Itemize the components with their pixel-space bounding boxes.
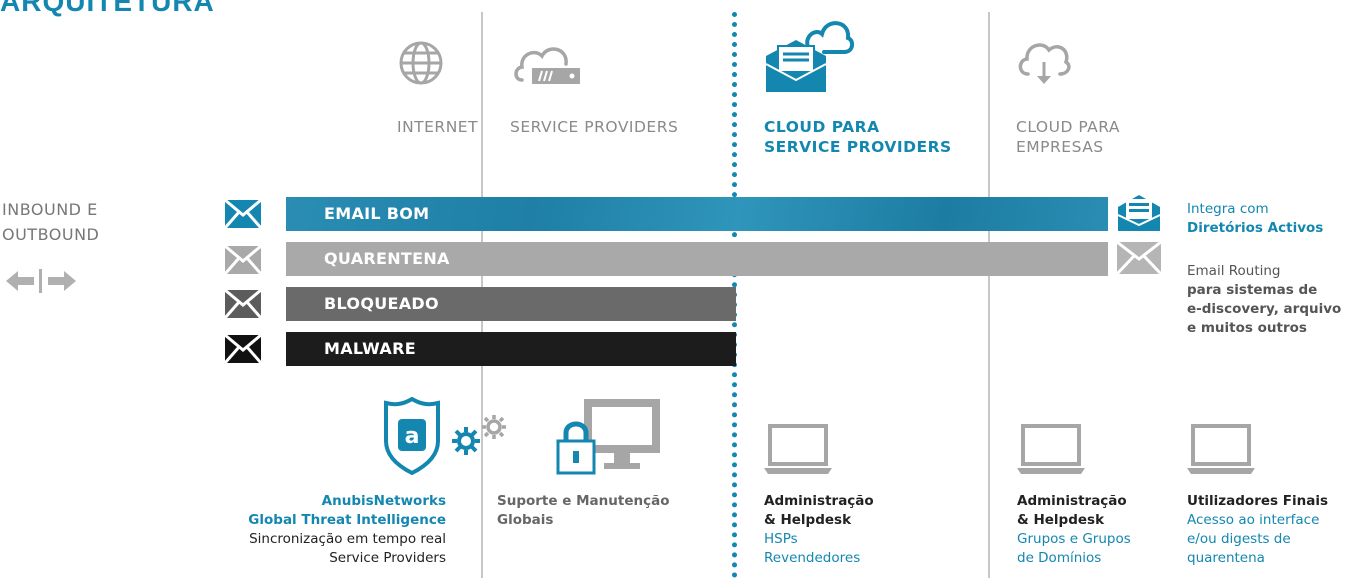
suporte-line1: Suporte e Manutenção (497, 493, 670, 509)
monitor-lock-icon (556, 399, 660, 475)
zone-cloud-service-providers: CLOUD PARA SERVICE PROVIDERS (764, 117, 952, 157)
integra-line2: Diretórios Activos (1187, 220, 1324, 236)
users-line1: Utilizadores Finais (1187, 493, 1328, 509)
bar-malware-label: MALWARE (324, 339, 416, 358)
routing-line1: Email Routing (1187, 263, 1281, 279)
envelope-directory-icon (1117, 195, 1161, 231)
page-title: ARQUITETURA (0, 0, 215, 17)
laptop-icon (1187, 424, 1255, 474)
zone-cloud-emp-line2: EMPRESAS (1016, 138, 1104, 156)
users-line2: Acesso ao interface (1187, 512, 1320, 528)
anubis-line4: Service Providers (329, 550, 446, 566)
admin-hsp-caption: Administração & Helpdesk HSPs Revendedor… (764, 492, 974, 568)
zone-service-providers: SERVICE PROVIDERS (510, 118, 679, 136)
routing-line4: e muitos outros (1187, 320, 1307, 336)
routing-line3: e-discovery, arquivo (1187, 301, 1342, 317)
suporte-line2: Globais (497, 512, 554, 528)
routing-text: Email Routing para sistemas de e-discove… (1187, 262, 1341, 338)
admin1-line1: Administração (764, 493, 874, 509)
integra-text: Integra com Diretórios Activos (1187, 200, 1323, 238)
anubis-line2: Global Threat Intelligence (248, 512, 446, 528)
divider-cloud-empresas (988, 12, 990, 578)
cloud-server-icon (514, 47, 580, 84)
cloud-download-icon (1018, 43, 1071, 84)
svg-text:a: a (405, 424, 420, 449)
admin1-line4: Revendedores (764, 550, 861, 566)
envelope-quarantine-icon (224, 245, 262, 275)
globe-icon (399, 41, 443, 85)
suporte-caption: Suporte e Manutenção Globais (497, 492, 717, 530)
admin1-line3: HSPs (764, 531, 798, 547)
routing-line2: para sistemas de (1187, 282, 1318, 298)
anubis-caption: AnubisNetworks Global Threat Intelligenc… (196, 492, 446, 568)
anubis-line3: Sincronização em tempo real (249, 531, 446, 547)
cloud-email-icon (765, 21, 854, 92)
traffic-direction-label: INBOUND E OUTBOUND (2, 197, 99, 247)
side-line1: INBOUND E (2, 200, 98, 219)
bar-email-bom-label: EMAIL BOM (324, 204, 430, 223)
admin2-line3: Grupos e Grupos (1017, 531, 1131, 547)
envelope-good-icon (224, 199, 262, 229)
bar-quarentena: QUARENTENA (286, 242, 1108, 276)
users-caption: Utilizadores Finais Acesso ao interface … (1187, 492, 1347, 568)
anubis-line1: AnubisNetworks (321, 493, 446, 509)
side-line2: OUTBOUND (2, 225, 100, 244)
bar-email-bom: EMAIL BOM (286, 197, 1108, 231)
bar-bloqueado: BLOQUEADO (286, 287, 736, 321)
envelope-blocked-icon (224, 289, 262, 319)
admin2-line4: de Domínios (1017, 550, 1102, 566)
zone-cloud-empresas: CLOUD PARA EMPRESAS (1016, 117, 1120, 157)
envelope-routing-icon (1116, 241, 1162, 275)
zone-cloud-emp-line1: CLOUD PARA (1016, 118, 1121, 136)
bidirectional-arrows-icon (6, 269, 76, 293)
zone-internet: INTERNET (397, 118, 479, 136)
users-line4: quarentena (1187, 550, 1265, 566)
zone-cloud-sp-line1: CLOUD PARA (764, 118, 880, 136)
envelope-malware-icon (224, 334, 262, 364)
anubis-shield-gears-icon: a (384, 397, 506, 475)
bar-malware: MALWARE (286, 332, 736, 366)
admin1-line2: & Helpdesk (764, 512, 852, 528)
integra-line1: Integra com (1187, 201, 1269, 217)
laptop-icon (1017, 424, 1085, 474)
bar-bloqueado-label: BLOQUEADO (324, 294, 439, 313)
admin2-line1: Administração (1017, 493, 1127, 509)
admin-groups-caption: Administração & Helpdesk Grupos e Grupos… (1017, 492, 1177, 568)
zone-cloud-sp-line2: SERVICE PROVIDERS (764, 138, 952, 156)
admin2-line2: & Helpdesk (1017, 512, 1105, 528)
laptop-icon (764, 424, 832, 474)
users-line3: e/ou digests de (1187, 531, 1291, 547)
bar-quarentena-label: QUARENTENA (324, 249, 450, 268)
